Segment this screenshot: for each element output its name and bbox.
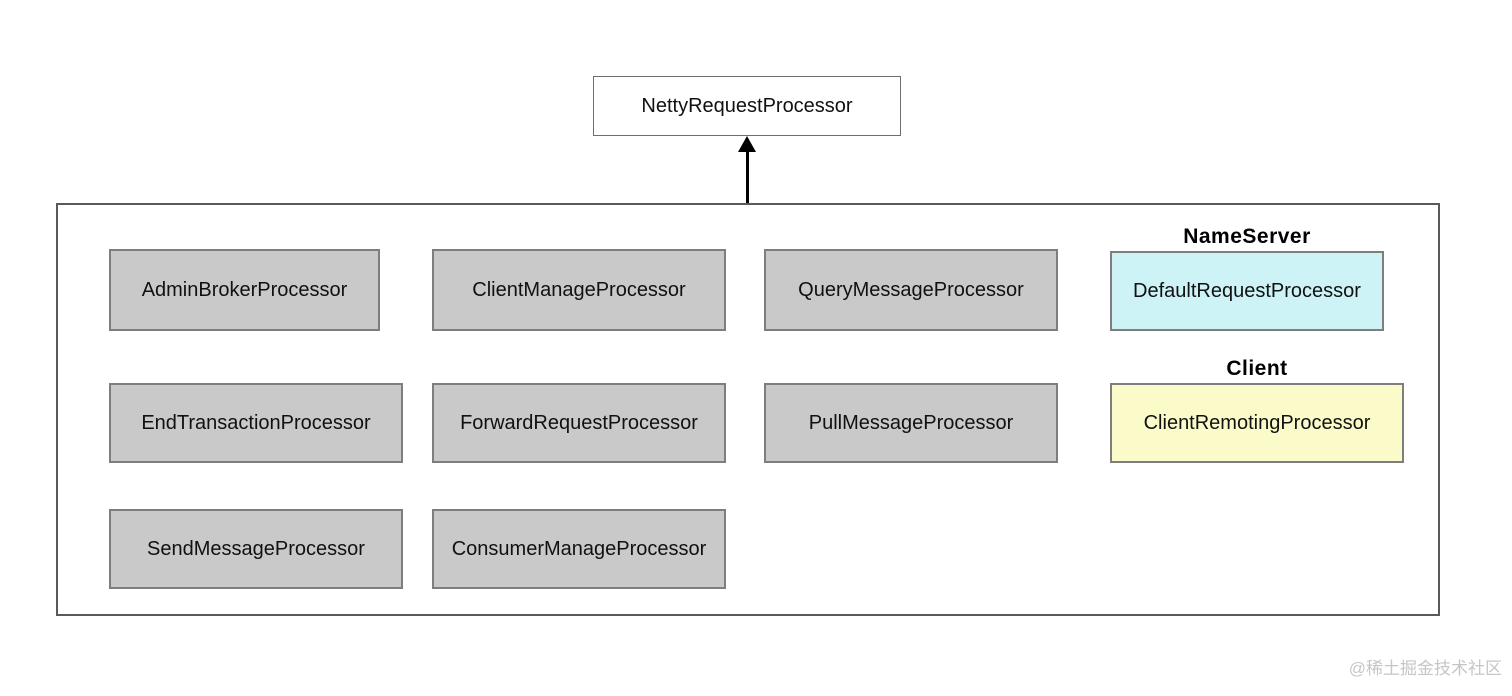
processor-box-admin-broker: AdminBrokerProcessor [109,249,380,331]
processor-label: QueryMessageProcessor [798,278,1024,301]
processor-label: ClientManageProcessor [472,278,686,301]
interface-label: NettyRequestProcessor [641,94,853,117]
processor-box-forward-request: ForwardRequestProcessor [432,383,726,463]
processor-label: ForwardRequestProcessor [460,411,698,434]
inheritance-arrow-line [746,150,749,204]
processor-label: AdminBrokerProcessor [141,278,348,301]
processor-box-default-request: DefaultRequestProcessor [1110,251,1384,331]
interface-box-netty-request-processor: NettyRequestProcessor [593,76,901,136]
processor-label: ConsumerManageProcessor [451,537,707,560]
group-label-nameserver: NameServer [1183,225,1311,248]
implementations-container: AdminBrokerProcessor ClientManageProcess… [56,203,1440,616]
processor-label: SendMessageProcessor [147,537,365,560]
processor-label: ClientRemotingProcessor [1143,411,1371,434]
processor-box-pull-message: PullMessageProcessor [764,383,1058,463]
processor-box-client-manage: ClientManageProcessor [432,249,726,331]
processor-label: PullMessageProcessor [808,411,1014,434]
processor-box-client-remoting: ClientRemotingProcessor [1110,383,1404,463]
processor-box-send-message: SendMessageProcessor [109,509,403,589]
processor-label: EndTransactionProcessor [141,411,371,434]
inheritance-arrow-head-icon [738,136,756,152]
processor-box-query-message: QueryMessageProcessor [764,249,1058,331]
watermark: @稀土掘金技术社区 [1348,659,1502,678]
processor-label: DefaultRequestProcessor [1133,279,1361,302]
processor-box-consumer-manage: ConsumerManageProcessor [432,509,726,589]
processor-box-end-transaction: EndTransactionProcessor [109,383,403,463]
group-label-client: Client [1226,357,1288,380]
